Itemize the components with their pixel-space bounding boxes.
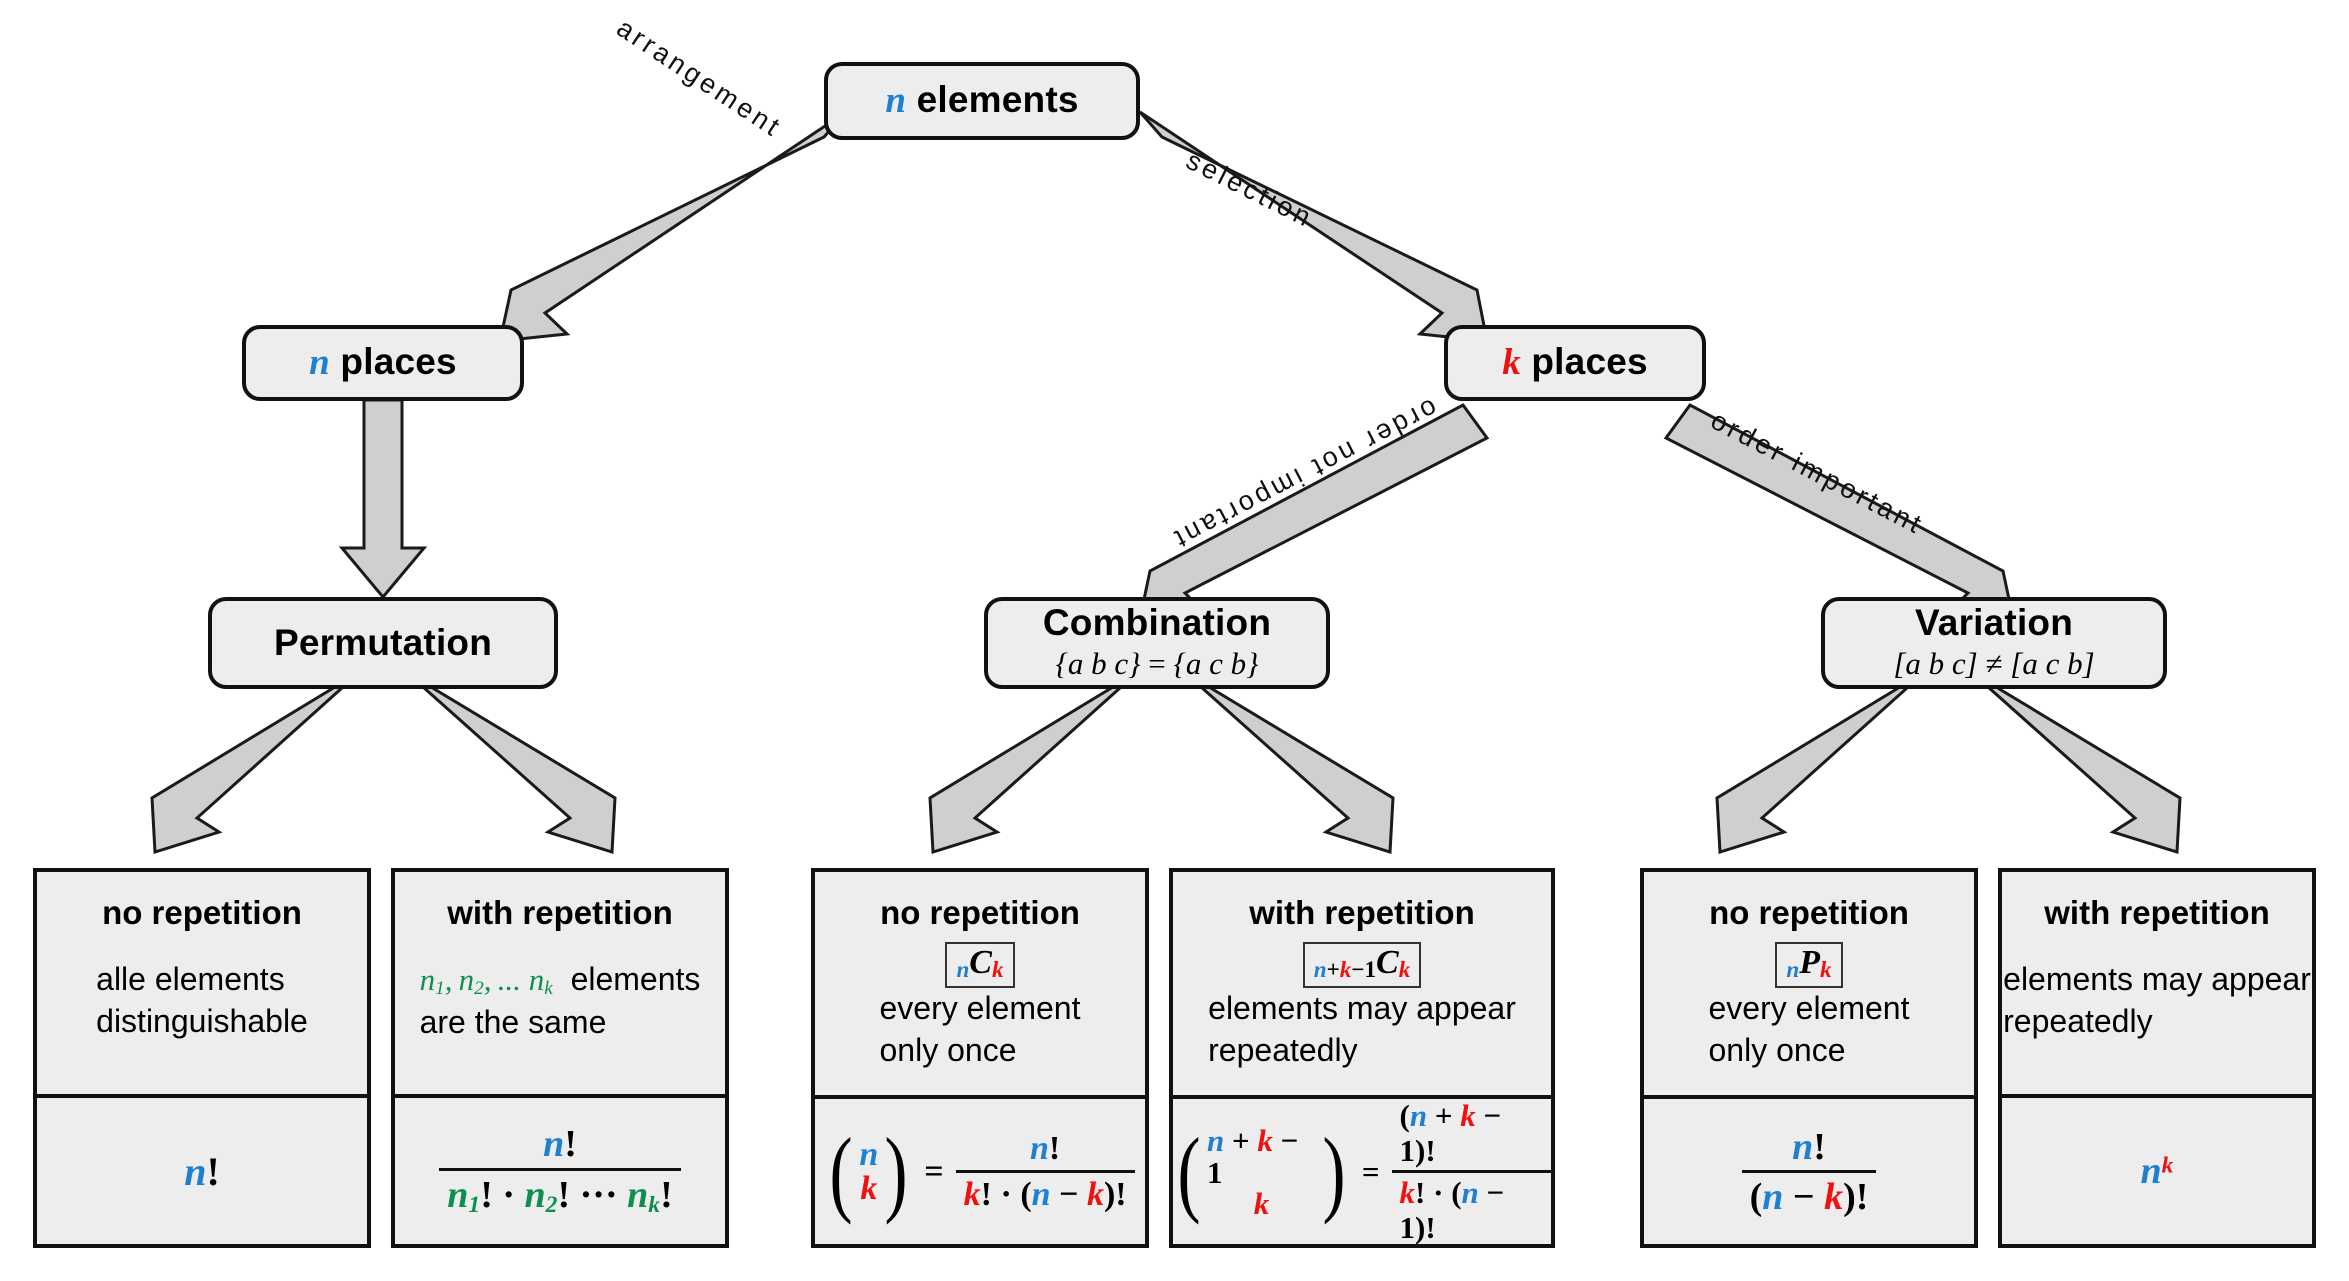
symbol-n-subscripts: n1, n2, ... nk xyxy=(419,961,553,999)
symbol-n: n xyxy=(309,342,330,384)
leaf-description-cell: with repetition n1, n2, ... nk elements … xyxy=(395,872,725,1094)
desc-line-2: are the same xyxy=(419,1003,607,1040)
formula-multiset-permutation: n! n1! · n2! ··· nk! xyxy=(439,1123,681,1218)
leaf-formula-cell: ( n k ) = n! k! · (n − k)! xyxy=(815,1095,1145,1245)
arrow-perm-no-rep xyxy=(150,668,364,855)
formula-n-factorial: n! xyxy=(184,1148,220,1194)
leaf-combination-no-repetition[interactable]: no repetition nCk every element only onc… xyxy=(811,868,1149,1248)
leaf-description-cell: with repetition elements may appear repe… xyxy=(2002,872,2312,1094)
set-operator: = xyxy=(1148,646,1166,682)
symbol-n: n xyxy=(885,80,907,122)
leaf-heading: with repetition xyxy=(447,894,673,931)
leaf-formula-cell: n! (n − k)! xyxy=(1644,1095,1974,1245)
arrow-var-no-rep xyxy=(1715,668,1929,855)
node-n-places-rest: places xyxy=(329,341,457,383)
leaf-description: elements may appear repeatedly xyxy=(1208,988,1516,1085)
leaf-heading: no repetition xyxy=(1709,894,1909,931)
seq-right: [a c b] xyxy=(2010,646,2095,682)
leaf-heading: with repetition xyxy=(2044,894,2270,931)
leaf-description-cell: no repetition alle elements distinguisha… xyxy=(37,872,367,1094)
node-k-places[interactable]: k places xyxy=(1444,325,1706,401)
desc-line-2: only once xyxy=(879,1031,1017,1068)
desc-line-2: only once xyxy=(1708,1031,1846,1068)
desc-line-1: elements may appear xyxy=(2003,961,2311,998)
symbol-k: k xyxy=(1502,342,1521,384)
leaf-permutation-with-repetition[interactable]: with repetition n1, n2, ... nk elements … xyxy=(391,868,729,1248)
set-left: {a b c} xyxy=(1055,646,1141,682)
desc-line-1: alle elements xyxy=(96,961,285,998)
formula-n-power-k: nk xyxy=(2140,1150,2174,1192)
seq-operator: ≠ xyxy=(1985,646,2003,682)
set-right: {a c b} xyxy=(1173,646,1259,682)
node-n-elements-label: n elements xyxy=(885,79,1079,122)
leaf-description-cell: no repetition nCk every element only onc… xyxy=(815,872,1145,1095)
node-permutation-label: Permutation xyxy=(273,621,493,663)
arrow-comb-with-rep xyxy=(1181,668,1395,855)
formula-binomial-npkm1: ( n + k − 1 k ) = (n + k − 1)! k! · (n −… xyxy=(1173,1098,1551,1246)
leaf-variation-with-repetition[interactable]: with repetition elements may appear repe… xyxy=(1998,868,2316,1248)
arrow-n-places-permutation xyxy=(338,398,428,600)
leaf-heading: no repetition xyxy=(102,894,302,931)
node-variation-sublabel: [a b c] ≠ [a c b] xyxy=(1893,646,2094,682)
desc-line-1: every element xyxy=(1708,990,1910,1027)
notation-tag-npkm1Ck: n+k−1Ck xyxy=(1302,942,1422,989)
desc-line-1-tail: elements xyxy=(561,960,701,997)
leaf-description-cell: no repetition nPk every element only onc… xyxy=(1644,872,1974,1095)
leaf-formula-cell: ( n + k − 1 k ) = (n + k − 1)! k! · (n −… xyxy=(1173,1095,1551,1245)
leaf-description: alle elements distinguishable xyxy=(96,959,308,1056)
leaf-heading: no repetition xyxy=(880,894,1080,931)
node-permutation[interactable]: Permutation xyxy=(208,597,558,689)
node-k-places-rest: places xyxy=(1520,341,1648,383)
leaf-description: every element only once xyxy=(1709,988,1910,1085)
desc-line-1: elements may appear xyxy=(1208,990,1516,1027)
desc-line-2: distinguishable xyxy=(96,1003,308,1039)
leaf-formula-cell: n! n1! · n2! ··· nk! xyxy=(395,1094,725,1244)
arrow-var-with-rep xyxy=(1968,668,2182,855)
desc-line-1: every element xyxy=(879,990,1081,1027)
node-variation[interactable]: Variation [a b c] ≠ [a c b] xyxy=(1821,597,2167,689)
node-n-elements-rest: elements xyxy=(906,79,1079,121)
arrow-arrangement xyxy=(498,110,848,343)
node-combination[interactable]: Combination {a b c} = {a c b} xyxy=(984,597,1330,689)
arrow-selection xyxy=(1138,110,1489,343)
notation-tag-nCk: nCk xyxy=(945,942,1015,989)
arrow-perm-with-rep xyxy=(403,668,617,855)
leaf-description: n1, n2, ... nk elements are the same xyxy=(420,959,701,1058)
node-combination-sublabel: {a b c} = {a c b} xyxy=(1055,646,1258,682)
leaf-description-cell: with repetition n+k−1Ck elements may app… xyxy=(1173,872,1551,1095)
leaf-heading: with repetition xyxy=(1249,894,1475,931)
node-combination-label: Combination xyxy=(1042,601,1272,643)
leaf-combination-with-repetition[interactable]: with repetition n+k−1Ck elements may app… xyxy=(1169,868,1555,1248)
seq-left: [a b c] xyxy=(1893,646,1978,682)
formula-permutation-nk: n! (n − k)! xyxy=(1741,1126,1877,1219)
leaf-description: elements may appear repeatedly xyxy=(2003,959,2311,1056)
leaf-permutation-no-repetition[interactable]: no repetition alle elements distinguisha… xyxy=(33,868,371,1248)
node-k-places-label: k places xyxy=(1502,341,1648,384)
node-n-places[interactable]: n places xyxy=(242,325,524,401)
node-variation-label: Variation xyxy=(1914,601,2074,643)
leaf-variation-no-repetition[interactable]: no repetition nPk every element only onc… xyxy=(1640,868,1978,1248)
desc-line-2: repeatedly xyxy=(1208,1031,1358,1068)
node-n-elements[interactable]: n elements xyxy=(824,62,1140,140)
notation-tag-nPk: nPk xyxy=(1775,942,1843,989)
node-n-places-label: n places xyxy=(309,341,457,384)
arrow-comb-no-rep xyxy=(928,668,1142,855)
leaf-formula-cell: nk xyxy=(2002,1094,2312,1244)
leaf-formula-cell: n! xyxy=(37,1094,367,1244)
leaf-description: every element only once xyxy=(880,988,1081,1085)
desc-line-2: repeatedly xyxy=(2003,1003,2153,1039)
formula-binomial-nk: ( n k ) = n! k! · (n − k)! xyxy=(825,1124,1135,1219)
